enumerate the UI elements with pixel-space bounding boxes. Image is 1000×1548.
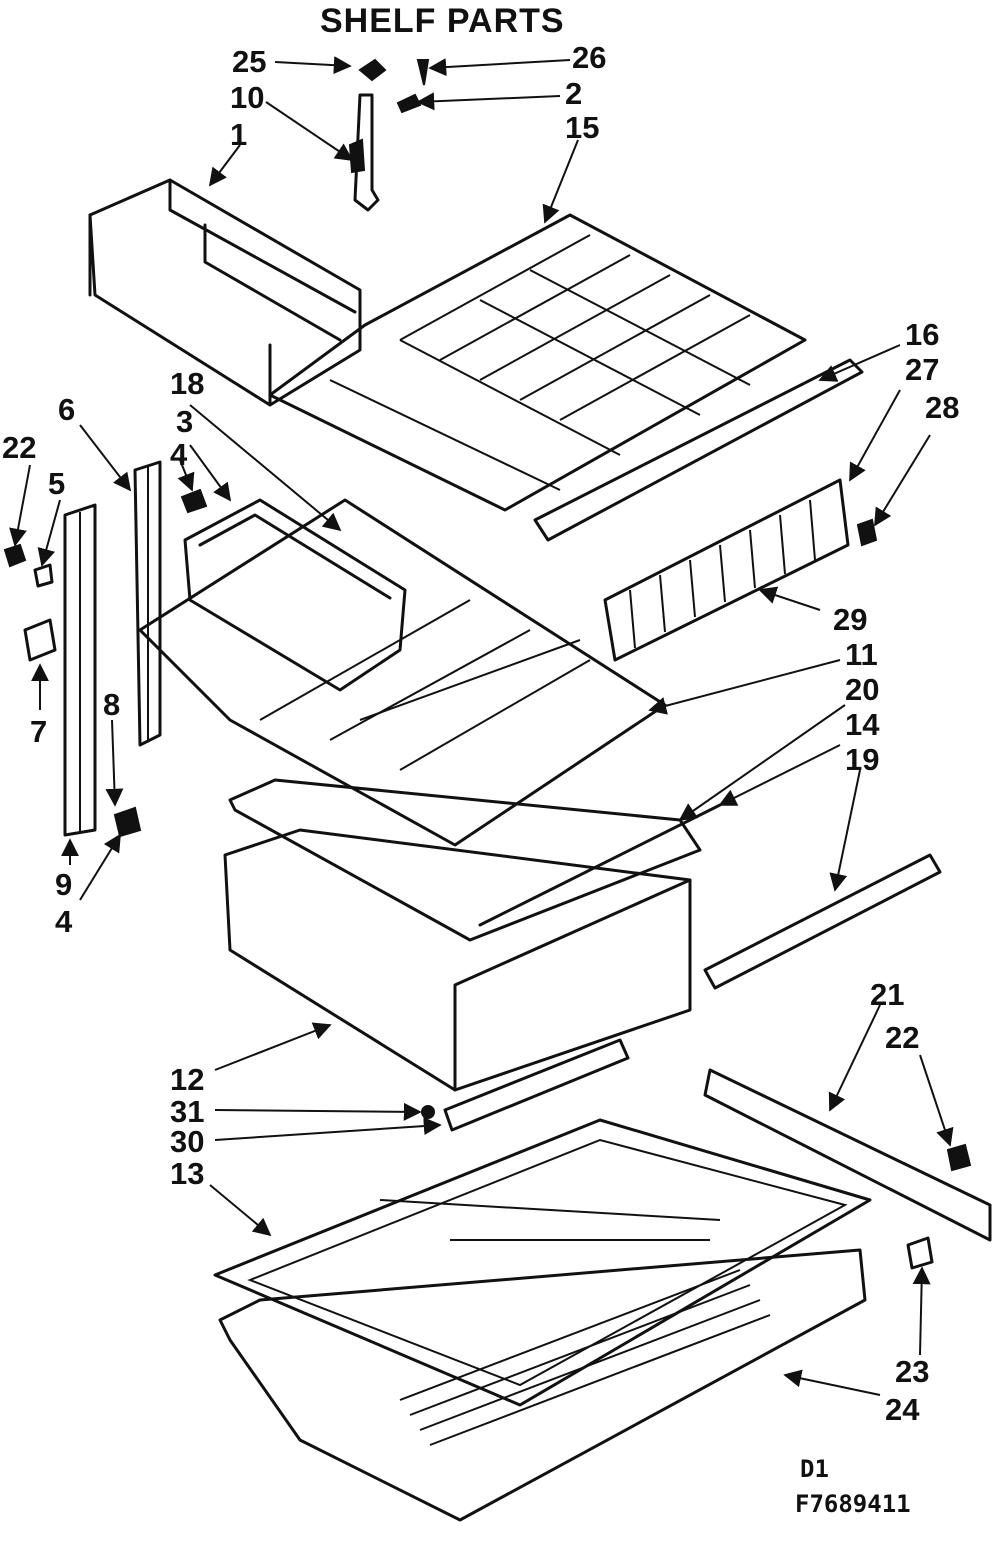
callout-22-left: 22 bbox=[2, 430, 36, 465]
callout-11: 11 bbox=[845, 637, 878, 672]
part-9-rail bbox=[63, 503, 97, 837]
part-10-bracket bbox=[348, 58, 430, 212]
callout-23: 23 bbox=[895, 1354, 929, 1389]
part-20-crisper-cover bbox=[228, 778, 722, 942]
callout-30: 30 bbox=[170, 1124, 204, 1159]
callout-18: 18 bbox=[170, 366, 204, 401]
part-16-trim bbox=[533, 358, 864, 542]
part-21-rail bbox=[703, 1068, 992, 1270]
callout-labels: 25 26 10 2 15 1 16 27 28 18 3 6 4 22 5 7… bbox=[2, 40, 959, 1427]
part-12-crisper-drawer bbox=[223, 828, 692, 1092]
callout-20: 20 bbox=[845, 672, 879, 707]
part-1-pan bbox=[88, 178, 362, 407]
leader-lines bbox=[9, 56, 954, 1396]
diagram-code-line1: D1 bbox=[800, 1455, 829, 1483]
callout-9: 9 bbox=[55, 867, 72, 902]
callout-22-right: 22 bbox=[885, 1020, 919, 1055]
callout-14: 14 bbox=[845, 707, 880, 742]
callout-3: 3 bbox=[176, 404, 193, 439]
callout-6: 6 bbox=[58, 392, 75, 427]
callout-31: 31 bbox=[170, 1094, 204, 1129]
part-4-5-7-22-fasteners bbox=[3, 488, 208, 838]
diagram-code-line2: F7689411 bbox=[795, 1490, 911, 1518]
part-6-rail bbox=[133, 460, 162, 747]
callout-29: 29 bbox=[833, 602, 867, 637]
callout-13: 13 bbox=[170, 1156, 204, 1191]
part-30-31-pieces bbox=[421, 1038, 630, 1132]
diagram-title: SHELF PARTS bbox=[320, 2, 565, 40]
callout-2: 2 bbox=[565, 76, 582, 111]
callout-21: 21 bbox=[870, 977, 904, 1012]
callout-15: 15 bbox=[565, 110, 599, 145]
callout-26: 26 bbox=[572, 40, 606, 75]
part-19-rod bbox=[703, 853, 942, 990]
callout-1: 1 bbox=[230, 117, 247, 152]
callout-4-bottom: 4 bbox=[55, 904, 73, 939]
callout-10: 10 bbox=[230, 80, 264, 115]
callout-25: 25 bbox=[232, 44, 266, 79]
callout-5: 5 bbox=[48, 466, 65, 501]
callout-7: 7 bbox=[30, 714, 47, 749]
part-15-shelf bbox=[268, 213, 807, 512]
callout-28: 28 bbox=[925, 390, 959, 425]
callout-27: 27 bbox=[905, 352, 939, 387]
callout-24: 24 bbox=[885, 1392, 920, 1427]
part-13-frame bbox=[213, 1118, 872, 1407]
callout-8: 8 bbox=[103, 687, 120, 722]
part-11-shelf bbox=[138, 498, 667, 847]
part-24-bottom-drawer bbox=[218, 1248, 867, 1522]
callout-12: 12 bbox=[170, 1062, 204, 1097]
part-27-rack bbox=[603, 478, 878, 662]
part-3-bin bbox=[183, 498, 407, 692]
callout-16: 16 bbox=[905, 317, 939, 352]
callout-19: 19 bbox=[845, 742, 879, 777]
callout-4-top: 4 bbox=[170, 437, 188, 472]
